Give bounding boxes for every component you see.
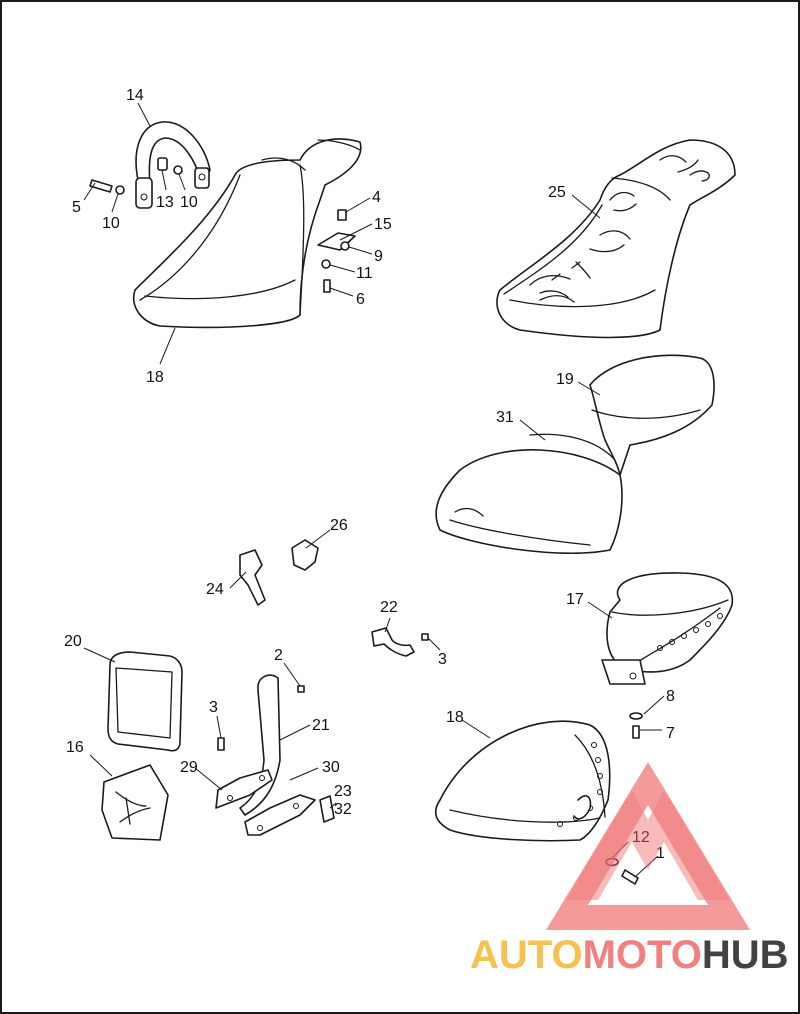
callout-1: 1 [656, 845, 665, 862]
callout-2: 2 [274, 647, 283, 664]
callout-26: 26 [330, 517, 348, 534]
callout-3-a: 3 [438, 651, 447, 668]
callout-3-b: 3 [209, 699, 218, 716]
watermark-text: AUTOMOTOHUB [470, 933, 789, 977]
callout-9: 9 [374, 248, 383, 265]
callout-24: 24 [206, 581, 224, 598]
watermark-triangle-inner [566, 790, 730, 900]
callout-11: 11 [356, 265, 373, 282]
callout-31: 31 [496, 409, 514, 426]
studded-pillion-part[interactable] [601, 572, 734, 685]
callout-7: 7 [666, 725, 675, 742]
callout-25: 25 [548, 184, 566, 201]
callout-10-a: 10 [102, 215, 120, 232]
watermark-triangle-logo [546, 762, 750, 930]
callout-10-b: 10 [180, 194, 198, 211]
backrest-pad-part[interactable] [107, 651, 183, 752]
watermark-hub: HUB [702, 933, 789, 977]
callout-labels: 14 5 10 13 10 4 15 9 11 6 18 25 19 31 26… [64, 87, 675, 862]
two-up-seat-part[interactable] [133, 138, 362, 329]
callout-4: 4 [372, 189, 381, 206]
callout-12: 12 [632, 829, 650, 846]
callout-6: 6 [356, 291, 365, 308]
pillion-hardware[interactable] [629, 712, 643, 739]
callout-15: 15 [374, 216, 392, 233]
tooled-seat-part[interactable] [496, 139, 736, 339]
callout-22: 22 [380, 599, 398, 616]
seat-mount-hardware[interactable] [317, 209, 356, 293]
leader-lines [83, 102, 665, 877]
studded-solo-seat-part[interactable] [434, 720, 611, 842]
watermark: AUTOMOTOHUB [470, 762, 789, 977]
callout-19: 19 [556, 371, 574, 388]
callout-13: 13 [156, 194, 174, 211]
solo-seat-with-pillion-part[interactable] [435, 354, 715, 555]
callout-16: 16 [66, 739, 84, 756]
watermark-moto: MOTO [583, 933, 702, 977]
cover-bracket-part[interactable] [239, 539, 319, 606]
grab-strap-part[interactable] [135, 121, 211, 209]
callout-29: 29 [180, 759, 198, 776]
callout-21: 21 [312, 717, 330, 734]
callout-18-a: 18 [146, 369, 164, 386]
callout-23: 23 [334, 783, 352, 800]
callout-17: 17 [566, 591, 584, 608]
callout-5: 5 [72, 199, 81, 216]
backrest-plate-part[interactable] [101, 764, 169, 841]
callout-8: 8 [666, 688, 675, 705]
callout-20: 20 [64, 633, 82, 650]
callout-18-b: 18 [446, 709, 464, 726]
sissy-bar-upright-part[interactable] [215, 674, 316, 836]
callout-30: 30 [322, 759, 340, 776]
strap-hardware[interactable] [89, 157, 183, 195]
callout-14: 14 [126, 87, 144, 104]
mount-bracket-part[interactable] [371, 627, 429, 657]
sissy-bar-hardware[interactable] [217, 685, 335, 823]
callout-32: 32 [334, 801, 352, 818]
watermark-auto: AUTO [470, 933, 583, 977]
